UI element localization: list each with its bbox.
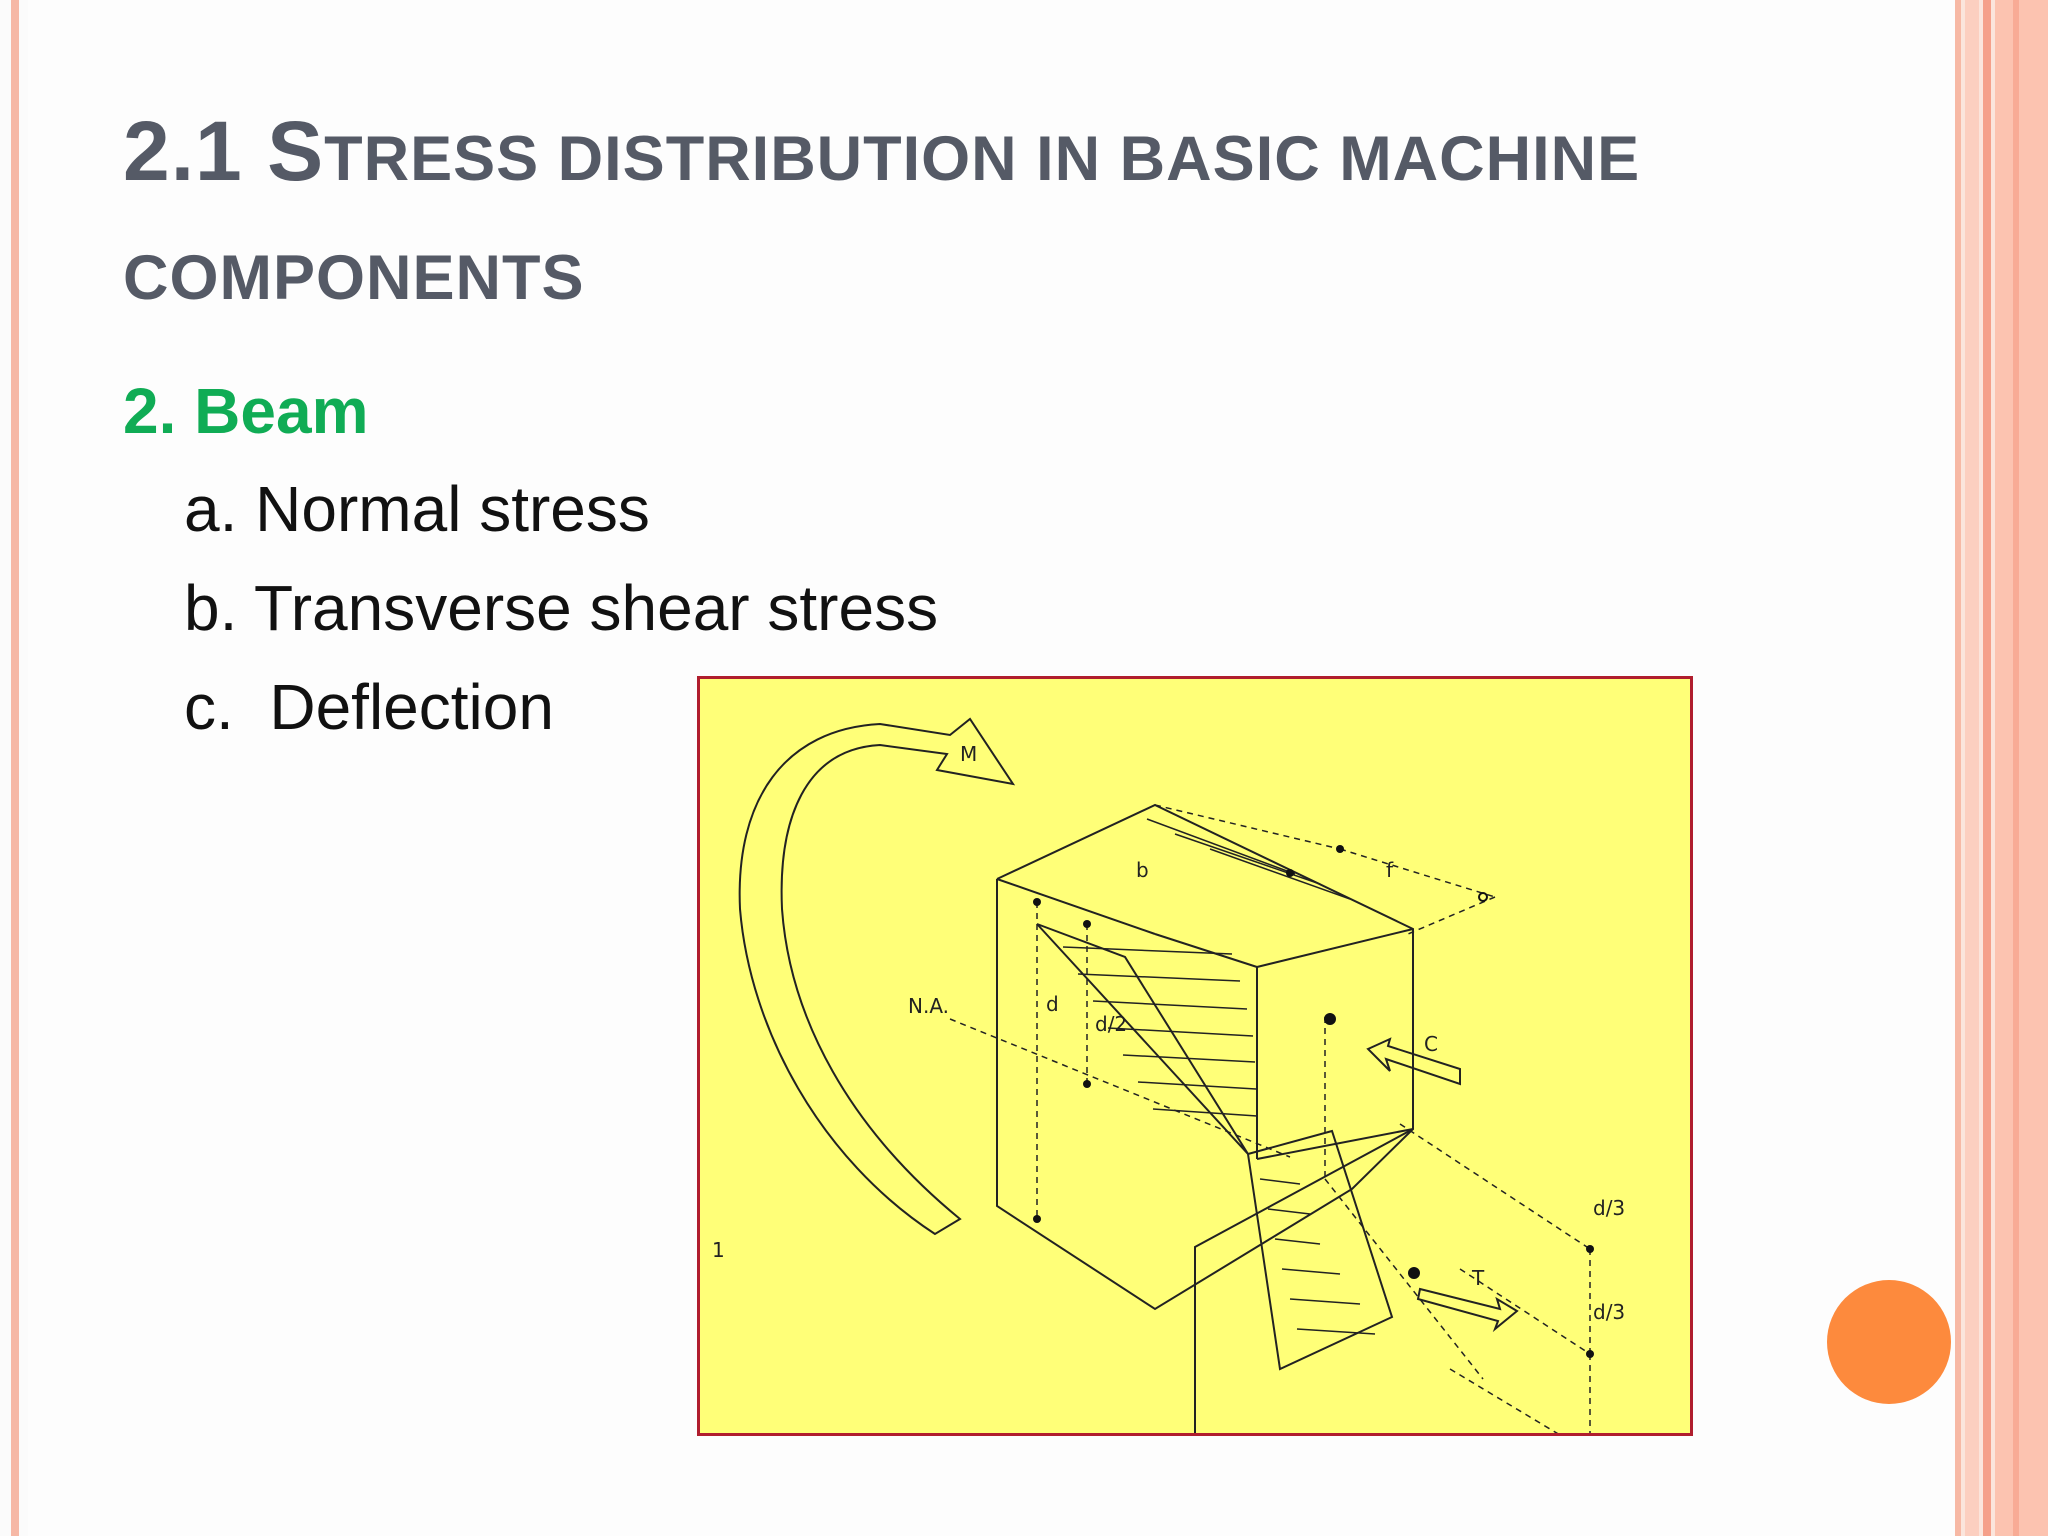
- label-half-depth: d/2: [1095, 1012, 1127, 1036]
- compression-arrow: [1366, 1037, 1461, 1086]
- label-third-depth-lower: d/3: [1593, 1300, 1625, 1324]
- label-depth: d: [1046, 992, 1059, 1016]
- title-lead: 2.1 S: [123, 104, 325, 198]
- section-heading: 2. Beam: [123, 375, 369, 447]
- label-moment: M: [960, 742, 977, 766]
- beam-stress-figure: M b f N.A. d d/2 C T d/3 d/3 1: [697, 676, 1693, 1436]
- compression-wedge: [1036, 923, 1249, 1155]
- label-neutral-axis: N.A.: [908, 994, 949, 1018]
- right-decorative-border: [1955, 0, 2048, 1536]
- list-item: b. Transverse shear stress: [184, 572, 939, 644]
- label-tension: T: [1471, 1266, 1485, 1290]
- slide-title: 2.1 STRESS DISTRIBUTION IN BASIC MACHINE…: [123, 100, 1823, 346]
- tension-arrow: [1416, 1287, 1519, 1333]
- title-rest: TRESS DISTRIBUTION IN BASIC MACHINE: [324, 124, 1641, 194]
- list-item: c. Deflection: [184, 671, 554, 743]
- tension-wedge: [1246, 1129, 1394, 1371]
- label-width: b: [1136, 858, 1149, 882]
- label-corner-mark: 1: [712, 1238, 725, 1262]
- moment-arrow: [738, 717, 1016, 1236]
- label-compression: C: [1424, 1032, 1438, 1056]
- left-decorative-border: [0, 0, 28, 1536]
- accent-dot: [1827, 1280, 1951, 1404]
- list-item: a. Normal stress: [184, 473, 650, 545]
- label-length: f: [1386, 858, 1394, 882]
- title-line2: COMPONENTS: [123, 243, 585, 313]
- beam-stress-diagram: M b f N.A. d d/2 C T d/3 d/3 1: [712, 717, 1625, 1433]
- label-third-depth-upper: d/3: [1593, 1196, 1625, 1220]
- beam-block: [996, 803, 1414, 1433]
